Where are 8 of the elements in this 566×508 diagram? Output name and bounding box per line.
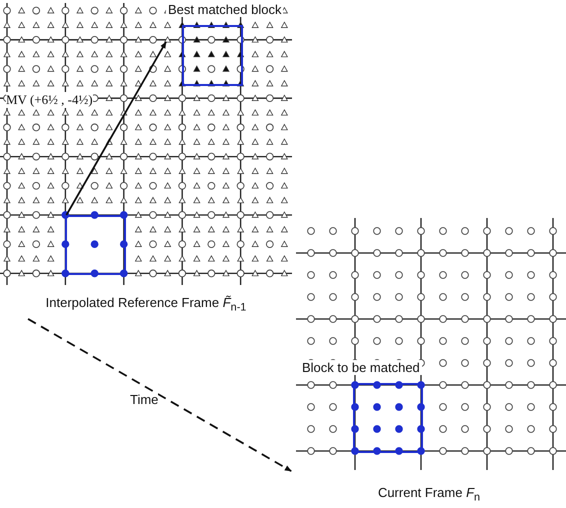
frame-caption: Interpolated Reference Frame F̃$_{n-1}$ (44, 295, 248, 314)
arrow (28, 318, 292, 472)
block-label: Block to be matched (300, 360, 422, 375)
edge-label: Time (130, 392, 158, 407)
arrow (66, 41, 167, 216)
block-label: Best matched block (166, 2, 284, 17)
block-outline (65, 215, 126, 276)
frame-caption: Current Frame F$_{n}$ (376, 485, 482, 504)
